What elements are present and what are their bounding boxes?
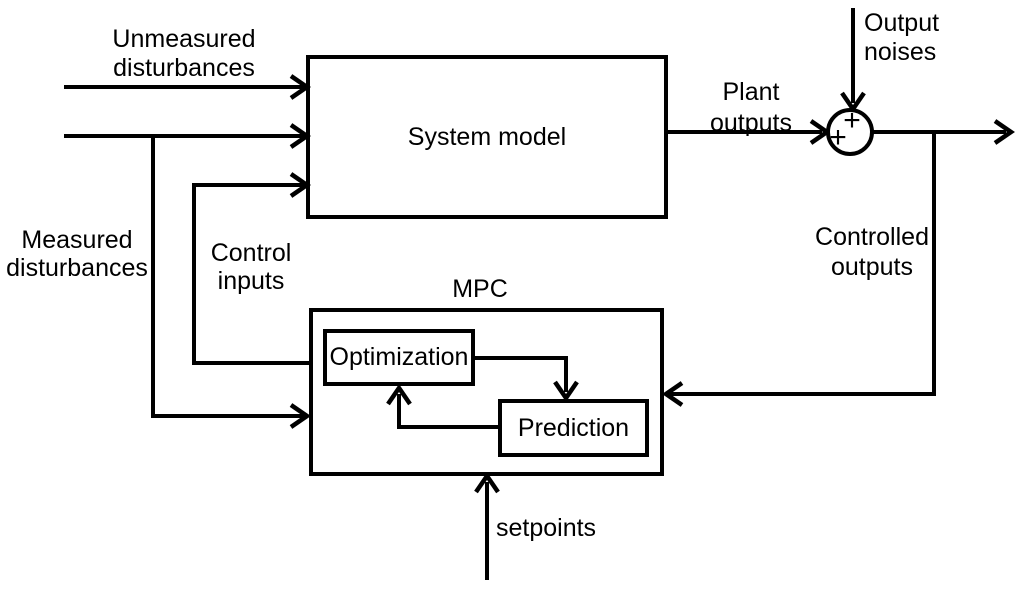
mpc-title-label: MPC bbox=[452, 275, 508, 303]
mpc-block bbox=[309, 308, 664, 476]
prediction-to-optimization-line bbox=[397, 394, 498, 429]
sum-plus-left: + bbox=[829, 121, 847, 154]
feedback-line bbox=[670, 132, 936, 396]
control-inputs-label: Control inputs bbox=[210, 239, 292, 295]
sum-plus-top: + bbox=[843, 104, 861, 137]
arrowhead-into-prediction bbox=[553, 380, 579, 402]
arrowhead-output-right bbox=[993, 119, 1015, 145]
arrowhead-into-optimization bbox=[386, 384, 412, 406]
measured-disturbance-branch bbox=[151, 136, 304, 418]
measured-disturbances-label: Measured disturbances bbox=[6, 226, 148, 282]
optimization-block: Optimization bbox=[323, 329, 475, 386]
controlled-outputs-label: Controlled outputs bbox=[815, 223, 929, 281]
arrowhead-into-mpc-left bbox=[289, 403, 311, 429]
arrowhead-into-mpc-right bbox=[662, 381, 684, 407]
prediction-label: Prediction bbox=[517, 413, 630, 442]
unmeasured-disturbances-label: Unmeasured disturbances bbox=[112, 25, 256, 82]
system-model-label: System model bbox=[407, 122, 567, 151]
setpoints-label: setpoints bbox=[496, 514, 597, 542]
control-inputs-line bbox=[192, 183, 312, 365]
optimization-label: Optimization bbox=[329, 343, 469, 371]
prediction-block: Prediction bbox=[498, 399, 649, 457]
plant-outputs-label: Plant outputs bbox=[709, 78, 793, 137]
optimization-to-prediction-line bbox=[475, 356, 568, 392]
output-noises-label: Output noises bbox=[864, 9, 940, 66]
system-model-block: System model bbox=[306, 55, 668, 219]
arrowhead-into-mpc-bottom bbox=[474, 472, 500, 494]
